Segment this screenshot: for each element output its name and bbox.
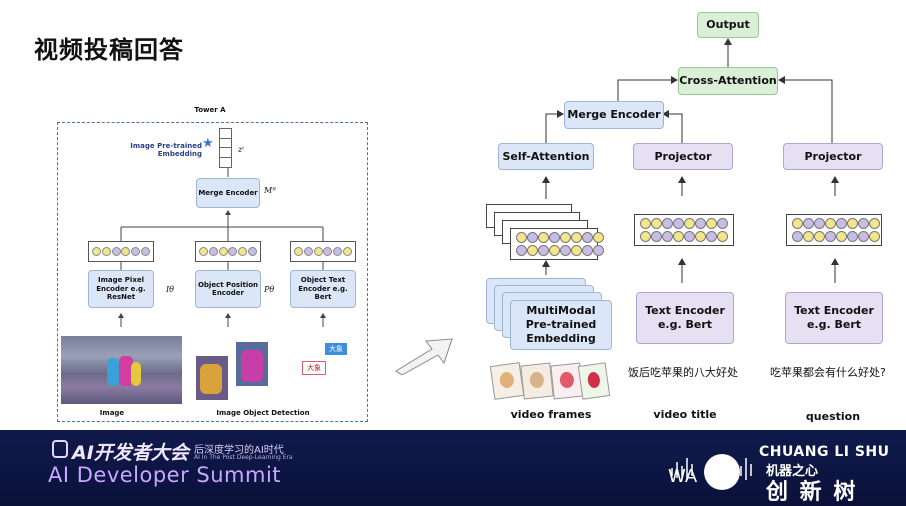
frame-thumbnail-1: [489, 362, 525, 400]
image-symbol: Iθ: [166, 285, 174, 294]
z-symbol: zⁱ: [238, 145, 244, 154]
frame-vector-4: [510, 228, 604, 260]
projector-box-1: Projector: [633, 143, 733, 170]
right-connectors: [542, 38, 839, 283]
wave-logo-icon: [671, 454, 752, 490]
position-symbol: Pθ: [264, 285, 275, 294]
caption-question: question: [805, 410, 861, 423]
caption-detection: Image Object Detection: [216, 409, 310, 417]
self-attention-box: Self-Attention: [498, 143, 594, 170]
brand-cn-2: 创 新 树: [766, 480, 858, 505]
caption-video-frames: video frames: [510, 408, 592, 421]
brand-en: CHUANG LI SHU: [759, 444, 890, 460]
text-encoder-box-2: Text Encoder e.g. Bert: [785, 292, 883, 344]
cross-attention-box: Cross-Attention: [678, 67, 778, 95]
merge-symbol: Mᶿ: [264, 186, 276, 195]
title-vector: [634, 214, 734, 246]
tagline-en: AI In The Post Deep-Learning Era: [194, 454, 293, 461]
merge-encoder-small: Merge Encoder: [196, 178, 260, 208]
tag-red: 大象: [302, 361, 326, 375]
question-text: 吃苹果都会有什么好处?: [770, 366, 886, 379]
vector-text: [290, 241, 356, 262]
tower-panel: [57, 122, 368, 422]
question-vector: [786, 214, 882, 246]
footer-banner: AI开发者大会 后深度学习的AI时代 AI In The Post Deep-L…: [0, 430, 906, 506]
star-icon: ★: [202, 136, 214, 151]
image-pixel-encoder: Image Pixel Encoder e.g. ResNet: [88, 270, 154, 308]
caption-video-title: video title: [653, 408, 717, 421]
caption-image: Image: [99, 409, 125, 417]
object-position-encoder: Object Position Encoder: [195, 270, 261, 308]
logo-text: WA: [668, 466, 698, 487]
tagline-cn: 后深度学习的AI时代: [194, 445, 284, 456]
elephant-image: [61, 336, 182, 404]
event-name-cn: AI开发者大会: [72, 442, 189, 464]
embedding-label: Image Pre-trained Embedding: [130, 142, 202, 158]
frame-thumbnail-4: [577, 362, 611, 400]
tower-label: Tower A: [194, 106, 226, 114]
slide-title: 视频投稿回答: [34, 36, 184, 64]
object-text-encoder: Object Text Encoder e.g. Bert: [290, 270, 356, 308]
event-name-en: AI Developer Summit: [48, 463, 282, 487]
projector-box-2: Projector: [783, 143, 883, 170]
output-box: Output: [697, 12, 759, 38]
vector-position: [195, 241, 261, 262]
transition-arrow-icon: [395, 338, 453, 375]
text-encoder-box-1: Text Encoder e.g. Bert: [636, 292, 734, 344]
brand-cn-1: 机器之心: [766, 464, 819, 479]
summit-logo-icon: [52, 440, 68, 458]
vector-image: [88, 241, 154, 262]
embedding-vector: [219, 128, 232, 168]
detection-crop-2: [236, 342, 268, 386]
frame-thumbnail-2: [520, 362, 554, 400]
tag-blue: 大象: [325, 343, 347, 355]
multimodal-embedding-box: MultiModal Pre-trained Embedding: [510, 300, 612, 350]
merge-encoder-box: Merge Encoder: [564, 101, 664, 129]
video-title-text: 饭后吃苹果的八大好处: [628, 366, 738, 379]
detection-crop-1: [196, 356, 228, 400]
